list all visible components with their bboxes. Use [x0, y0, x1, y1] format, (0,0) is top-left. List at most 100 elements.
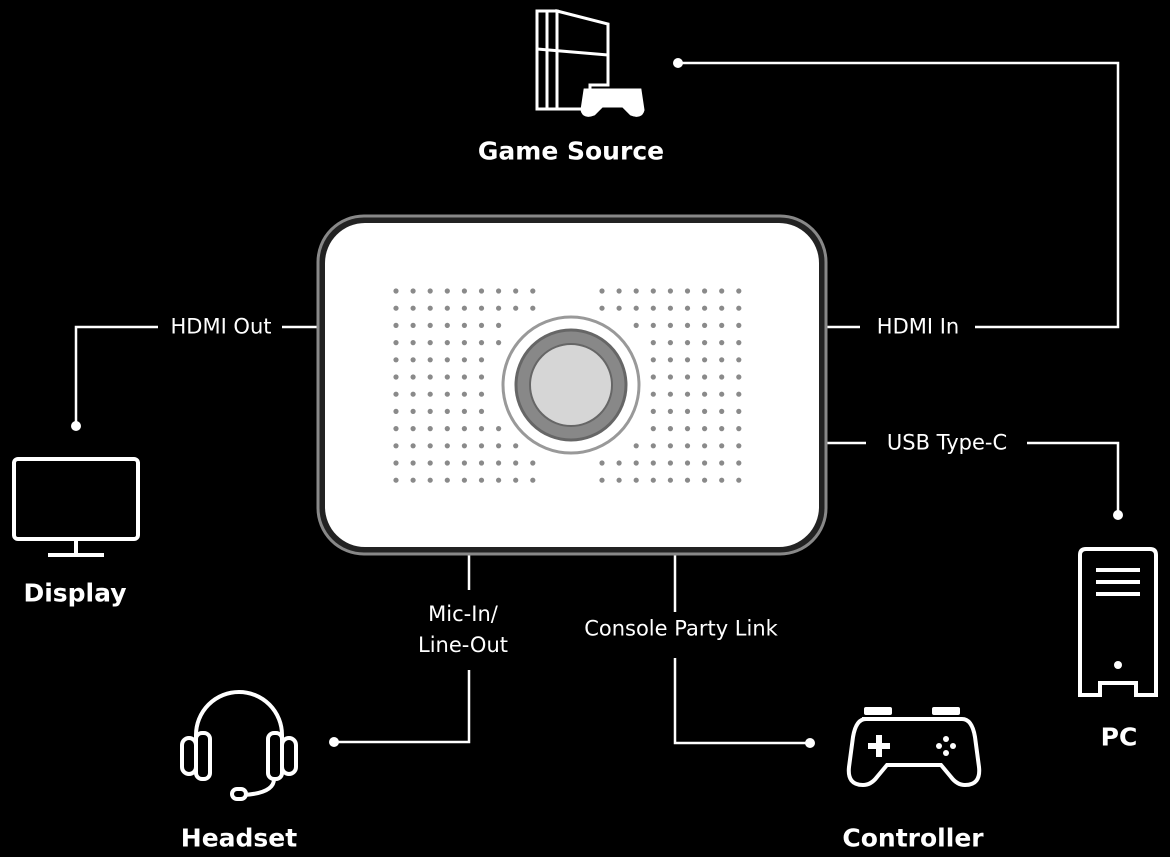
headset-icon [180, 690, 298, 801]
grille-dot [650, 374, 656, 380]
grille-dot [478, 477, 485, 483]
grille-dot [393, 305, 399, 311]
grille-dot [496, 460, 502, 466]
grille-dot [684, 460, 691, 466]
grille-dot [616, 305, 622, 311]
grille-dot [684, 288, 691, 294]
grille-dot [650, 408, 656, 414]
grille-dot [702, 340, 708, 346]
capture-device [316, 214, 828, 556]
grille-dot [461, 408, 467, 414]
grille-dot [427, 340, 433, 346]
grille-dot [650, 288, 656, 294]
grille-dot [410, 357, 416, 363]
grille-dot [633, 288, 639, 294]
grille-dot [667, 460, 674, 466]
grille-dot [667, 288, 674, 294]
grille-dot [478, 391, 485, 397]
grille-dot [427, 374, 433, 380]
grille-dot [684, 477, 691, 483]
grille-dot [393, 357, 399, 363]
grille-dot [719, 288, 725, 294]
grille-dot [719, 322, 725, 328]
grille-dot [633, 322, 639, 328]
grille-dot [427, 443, 433, 449]
grille-dot [736, 288, 742, 294]
grille-dot [650, 305, 656, 311]
grille-dot [496, 426, 502, 432]
grille-dot [684, 408, 691, 414]
grille-dot [444, 460, 450, 466]
grille-dot [719, 443, 725, 449]
grille-dot [496, 288, 502, 294]
grille-dot [530, 288, 536, 294]
grille-dot [410, 322, 416, 328]
grille-dot [513, 305, 519, 311]
game-console-icon [535, 9, 645, 117]
grille-dot [496, 443, 502, 449]
grille-dot [702, 460, 708, 466]
grille-dot [667, 322, 674, 328]
grille-dot [427, 391, 433, 397]
grille-dot [650, 443, 656, 449]
grille-dot [702, 288, 708, 294]
party-line-to-controller [673, 658, 810, 745]
grille-dot [410, 305, 416, 311]
pc-label: PC [1100, 722, 1138, 752]
grille-dot [719, 357, 725, 363]
grille-dot [444, 443, 450, 449]
grille-dot [684, 443, 691, 449]
grille-dot [736, 443, 742, 449]
grille-dot [444, 391, 450, 397]
grille-dot [393, 408, 399, 414]
grille-dot [461, 305, 467, 311]
grille-dot [530, 305, 536, 311]
grille-dot [530, 460, 536, 466]
headset-label: Headset [180, 823, 298, 853]
grille-dot [496, 322, 502, 328]
grille-dot [427, 426, 433, 432]
grille-dot [427, 322, 433, 328]
grille-dot [650, 391, 656, 397]
grille-dot [444, 426, 450, 432]
grille-dot [427, 477, 433, 483]
grille-dot [427, 408, 433, 414]
grille-dot [736, 426, 742, 432]
grille-dot [667, 340, 674, 346]
mic-in-text: Mic-In/ [428, 602, 498, 626]
grille-dot [719, 426, 725, 432]
hdmi-out-label: HDMI Out [170, 314, 272, 339]
grille-dot [702, 322, 708, 328]
monitor-icon [12, 457, 140, 557]
grille-dot [702, 477, 708, 483]
grille-dot [393, 374, 399, 380]
grille-dot [702, 408, 708, 414]
usb-type-c-label: USB Type-C [886, 430, 1008, 455]
grille-dot [496, 340, 502, 346]
grille-dot [513, 460, 519, 466]
grille-dot [530, 477, 536, 483]
grille-dot [478, 426, 485, 432]
grille-dot [427, 460, 433, 466]
grille-dot [736, 460, 742, 466]
grille-dot [684, 340, 691, 346]
grille-dot [444, 305, 450, 311]
grille-dot [599, 477, 605, 483]
grille-dot [702, 391, 708, 397]
grille-dot [736, 322, 742, 328]
grille-dot [427, 288, 433, 294]
grille-dot [616, 477, 622, 483]
grille-dot [461, 443, 467, 449]
grille-dot [650, 340, 656, 346]
grille-dot [633, 443, 639, 449]
grille-dot [393, 460, 399, 466]
grille-dot [461, 426, 467, 432]
grille-dot [599, 460, 605, 466]
mic-line-to-headset [334, 670, 471, 744]
grille-dot [478, 443, 485, 449]
console-party-link-label: Console Party Link [584, 616, 778, 641]
grille-dot [393, 391, 399, 397]
grille-dot [496, 477, 502, 483]
grille-dot [650, 357, 656, 363]
